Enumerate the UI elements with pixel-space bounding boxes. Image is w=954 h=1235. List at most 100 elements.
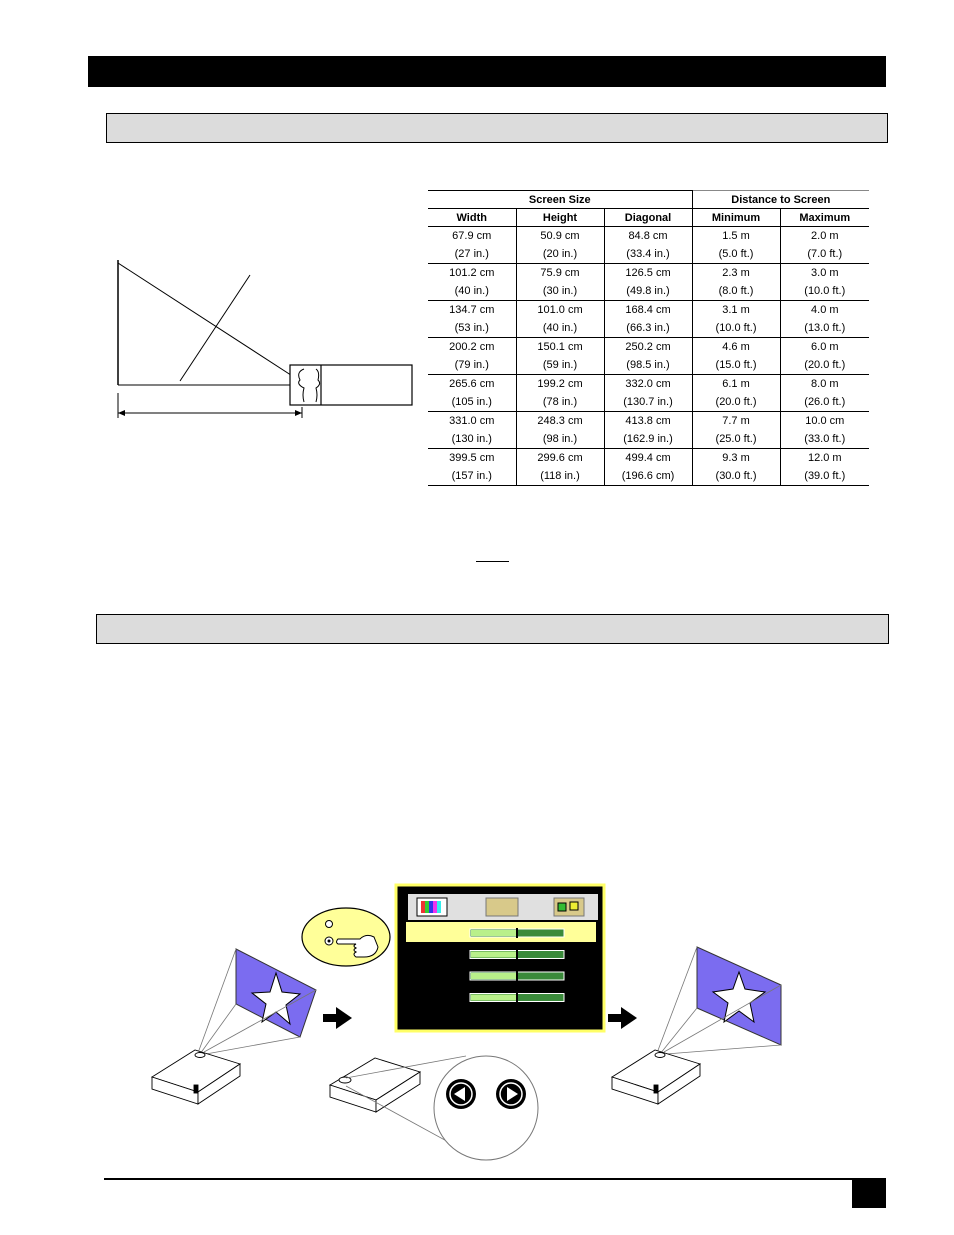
table-cell: (10.0 ft.)	[780, 282, 870, 301]
table-cell: 2.3 m	[692, 263, 781, 282]
table-cell: (162.9 in.)	[604, 430, 693, 449]
table-cell: 4.0 m	[811, 304, 839, 316]
section-header-keystone	[96, 614, 889, 644]
table-cell: 7.7 m	[692, 411, 781, 430]
table-cell: (27 in.)	[428, 245, 517, 264]
keystone-osd-menu	[394, 883, 606, 1033]
table-cell: 3.0 m	[811, 267, 839, 279]
section-header-screen-size	[106, 113, 888, 143]
table-cell: 248.3 cm	[516, 411, 605, 430]
keystone-adjustment-illustration	[150, 883, 782, 1161]
table-cell: 134.7 cm	[428, 300, 517, 319]
table-cell: (33.4 in.)	[604, 245, 693, 264]
table-cell: 84.8 cm	[604, 226, 693, 245]
table-cell: (59 in.)	[516, 356, 605, 375]
table-cell: (7.0 ft.)	[780, 245, 870, 264]
table-cell: (79 in.)	[428, 356, 517, 375]
screen-distance-table: Screen Size Distance to Screen Width Hei…	[428, 190, 870, 486]
table-cell: 12.0 m	[807, 452, 842, 464]
table-cell: 101.2 cm	[428, 263, 517, 282]
table-cell: 50.9 cm	[516, 226, 605, 245]
table-cell: (53 in.)	[428, 319, 517, 338]
header-screen-size: Screen Size	[428, 190, 693, 209]
arrow-right-icon	[608, 1007, 637, 1029]
table-cell: 499.4 cm	[604, 448, 693, 467]
table-cell: (20.0 ft.)	[780, 356, 870, 375]
table-cell: (25.0 ft.)	[692, 430, 781, 449]
table-cell: (130.7 in.)	[604, 393, 693, 412]
table-cell: 2.0 m	[811, 230, 839, 242]
table-cell: (105 in.)	[428, 393, 517, 412]
col-diagonal: Diagonal	[604, 208, 693, 227]
table-cell: (30 in.)	[516, 282, 605, 301]
table-cell: (40 in.)	[516, 319, 605, 338]
table-cell: (98 in.)	[516, 430, 605, 449]
right-arrow-button-icon	[496, 1079, 526, 1109]
keystone-slider[interactable]	[469, 928, 565, 938]
table-row: (157 in.)(118 in.)(196.6 cm)(30.0 ft.)(3…	[428, 467, 870, 486]
table-cell: 150.1 cm	[516, 337, 605, 356]
table-cell: 4.6 m	[692, 337, 781, 356]
keystone-slider[interactable]	[469, 971, 565, 981]
projector-right	[610, 1049, 702, 1105]
table-cell: (30.0 ft.)	[692, 467, 781, 486]
table-cell: 199.2 cm	[516, 374, 605, 393]
keystone-icon	[485, 897, 519, 917]
header-distance-to-screen: Distance to Screen	[692, 190, 870, 209]
table-cell: (118 in.)	[516, 467, 605, 486]
footer-rule	[104, 1178, 886, 1180]
table-cell: 126.5 cm	[604, 263, 693, 282]
table-row: (40 in.)(30 in.)(49.8 in.)(8.0 ft.)(10.0…	[428, 282, 870, 301]
table-cell: (78 in.)	[516, 393, 605, 412]
col-minimum: Minimum	[692, 208, 781, 227]
table-cell: 6.1 m	[692, 374, 781, 393]
table-cell: (66.3 in.)	[604, 319, 693, 338]
page-header-bar	[88, 56, 886, 87]
col-height: Height	[516, 208, 605, 227]
table-cell: (49.8 in.)	[604, 282, 693, 301]
table-cell: (98.5 in.)	[604, 356, 693, 375]
table-cell: 265.6 cm	[428, 374, 517, 393]
table-cell: (20.0 ft.)	[692, 393, 781, 412]
table-cell: 200.2 cm	[428, 337, 517, 356]
table-cell: 332.0 cm	[604, 374, 693, 393]
table-cell: 250.2 cm	[604, 337, 693, 356]
table-cell: (157 in.)	[428, 467, 517, 486]
col-maximum: Maximum	[780, 208, 870, 227]
table-cell: 10.0 cm	[805, 415, 845, 427]
table-cell: 331.0 cm	[428, 411, 517, 430]
table-row: (79 in.)(59 in.)(98.5 in.)(15.0 ft.)(20.…	[428, 356, 870, 375]
keystone-slider[interactable]	[469, 992, 565, 1003]
projector-center	[328, 1057, 422, 1113]
left-arrow-button-icon	[446, 1079, 476, 1109]
table-cell: (20 in.)	[516, 245, 605, 264]
keystone-slider[interactable]	[469, 949, 565, 960]
table-cell: 6.0 m	[811, 341, 839, 353]
projector-left	[150, 1049, 242, 1105]
table-cell: (196.6 cm)	[604, 467, 693, 486]
table-cell: (40 in.)	[428, 282, 517, 301]
table-cell: 8.0 m	[811, 378, 839, 390]
table-cell: 168.4 cm	[604, 300, 693, 319]
table-cell: (10.0 ft.)	[692, 319, 781, 338]
table-row: (27 in.)(20 in.)(33.4 in.)(5.0 ft.)(7.0 …	[428, 245, 870, 264]
table-cell: (130 in.)	[428, 430, 517, 449]
note-underline	[476, 561, 509, 562]
table-cell: 101.0 cm	[516, 300, 605, 319]
table-cell: (8.0 ft.)	[692, 282, 781, 301]
table-cell: 3.1 m	[692, 300, 781, 319]
table-row: (53 in.)(40 in.)(66.3 in.)(10.0 ft.)(13.…	[428, 319, 870, 338]
distorted-screen-image	[197, 948, 317, 1055]
table-cell: 9.3 m	[692, 448, 781, 467]
zoom-circle	[345, 1055, 539, 1161]
table-cell: (15.0 ft.)	[692, 356, 781, 375]
col-width: Width	[428, 208, 517, 227]
table-cell: (26.0 ft.)	[780, 393, 870, 412]
